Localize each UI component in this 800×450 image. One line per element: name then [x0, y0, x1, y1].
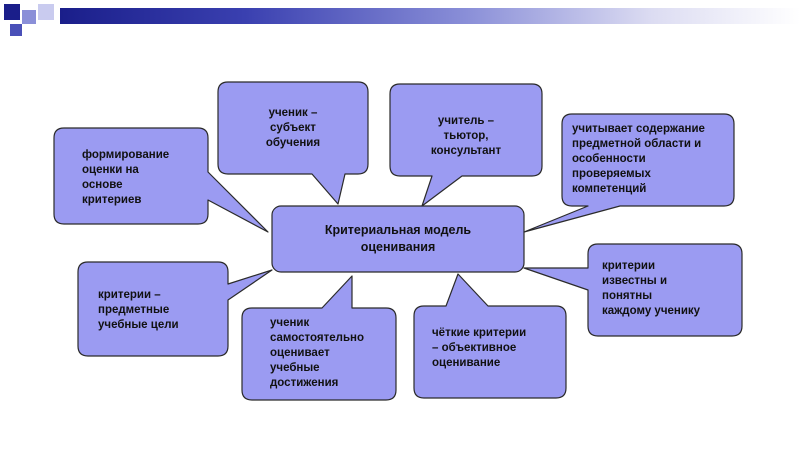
- slide-header-decoration: [0, 0, 800, 40]
- bubble-formation: [53, 127, 269, 233]
- bubble-self-assessment-text: ученик самостоятельно оценивает учебные …: [270, 317, 364, 389]
- center-title: Критериальная модель оценивания: [324, 223, 472, 254]
- header-square-2: [22, 10, 36, 24]
- bubble-teacher-tutor: [389, 83, 543, 207]
- bubble-student-subject-text: ученик – субъект обучения: [265, 107, 321, 149]
- bubble-subject-content-text: учитывает содержание предметной области …: [572, 123, 705, 195]
- bubble-self-assessment: [241, 275, 397, 401]
- header-square-1: [4, 4, 20, 20]
- bubble-clear-criteria: [413, 273, 567, 399]
- bubble-criteria-goals-text: критерии – предметные учебные цели: [98, 289, 179, 331]
- bubble-teacher-tutor-text: учитель – тьютор, консультант: [430, 115, 502, 157]
- bubble-known-criteria: [523, 243, 743, 337]
- bubble-known-criteria-text: критерии известны и понятны каждому учен…: [602, 260, 701, 317]
- bubble-subject-content: [523, 113, 735, 233]
- header-stripe: [60, 8, 800, 24]
- header-square-3: [38, 4, 54, 20]
- bubble-clear-criteria-text: чёткие критерии – объективное оценивание: [432, 327, 527, 369]
- bubble-student-subject: [217, 81, 369, 205]
- center-box: [271, 205, 525, 273]
- bubble-criteria-goals: [77, 261, 273, 357]
- header-square-4: [10, 24, 22, 36]
- bubble-formation-text: формирование оценки на основе критериев: [82, 149, 170, 206]
